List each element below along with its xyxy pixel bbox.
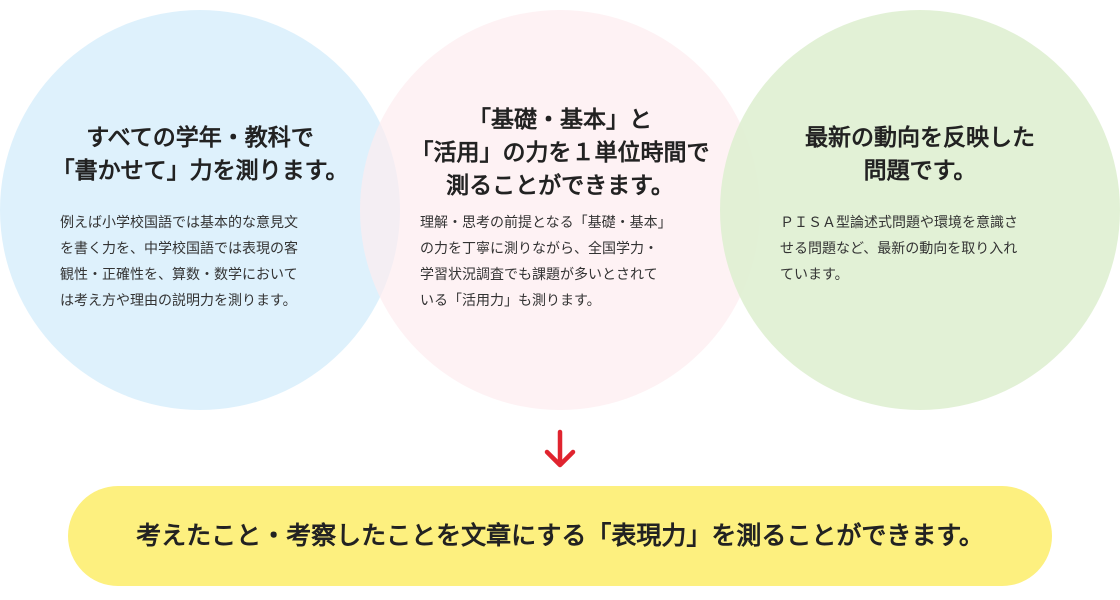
body-line: 例えば小学校国語では基本的な意見文 [60, 215, 298, 231]
circle-heading: すべての学年・教科で 「書かせて」力を測ります。 [30, 122, 370, 188]
body-line: は考え方や理由の説明力を測ります。 [60, 293, 297, 309]
circle-basics-application: 「基礎・基本」と 「活用」の力を１単位時間で 測ることができます。 理解・思考の… [360, 10, 760, 410]
heading-line: 「基礎・基本」と [468, 107, 652, 133]
heading-line: すべての学年・教科で [86, 125, 314, 151]
heading-line: 「書かせて」力を測ります。 [51, 158, 349, 184]
heading-line: 問題です。 [863, 158, 977, 184]
circle-latest-trends: 最新の動向を反映した 問題です。 ＰＩＳＡ型論述式問題や環境を意識さ せる問題な… [720, 10, 1120, 410]
body-line: ています。 [780, 267, 849, 283]
circle-body: ＰＩＳＡ型論述式問題や環境を意識さ せる問題など、最新の動向を取り入れ ています… [780, 210, 1060, 288]
body-line: 学習状況調査でも課題が多いとされて [420, 267, 658, 283]
heading-line: 最新の動向を反映した [805, 125, 1035, 151]
body-line: ＰＩＳＡ型論述式問題や環境を意識さ [780, 215, 1018, 231]
heading-line: 「活用」の力を１単位時間で [410, 140, 710, 166]
body-line: 理解・思考の前提となる「基礎・基本」 [420, 215, 672, 231]
circle-heading: 「基礎・基本」と 「活用」の力を１単位時間で 測ることができます。 [390, 104, 730, 203]
circle-body: 例えば小学校国語では基本的な意見文 を書く力を、中学校国語では表現の客 観性・正… [60, 210, 340, 314]
summary-banner: 考えたこと・考察したことを文章にする「表現力」を測ることができます。 [68, 486, 1052, 586]
circle-heading: 最新の動向を反映した 問題です。 [750, 122, 1090, 188]
body-line: いる「活用力」も測ります。 [420, 293, 601, 309]
chevron-down-icon [544, 429, 576, 468]
body-line: を書く力を、中学校国語では表現の客 [60, 241, 298, 257]
circle-all-subjects: すべての学年・教科で 「書かせて」力を測ります。 例えば小学校国語では基本的な意… [0, 10, 400, 410]
heading-line: 測ることができます。 [446, 173, 674, 199]
summary-text: 考えたこと・考察したことを文章にする「表現力」を測ることができます。 [136, 521, 984, 550]
circle-body: 理解・思考の前提となる「基礎・基本」 の力を丁寧に測りながら、全国学力・ 学習状… [420, 210, 700, 314]
body-line: せる問題など、最新の動向を取り入れ [780, 241, 1018, 257]
body-line: 観性・正確性を、算数・数学において [60, 267, 298, 283]
body-line: の力を丁寧に測りながら、全国学力・ [420, 241, 658, 257]
